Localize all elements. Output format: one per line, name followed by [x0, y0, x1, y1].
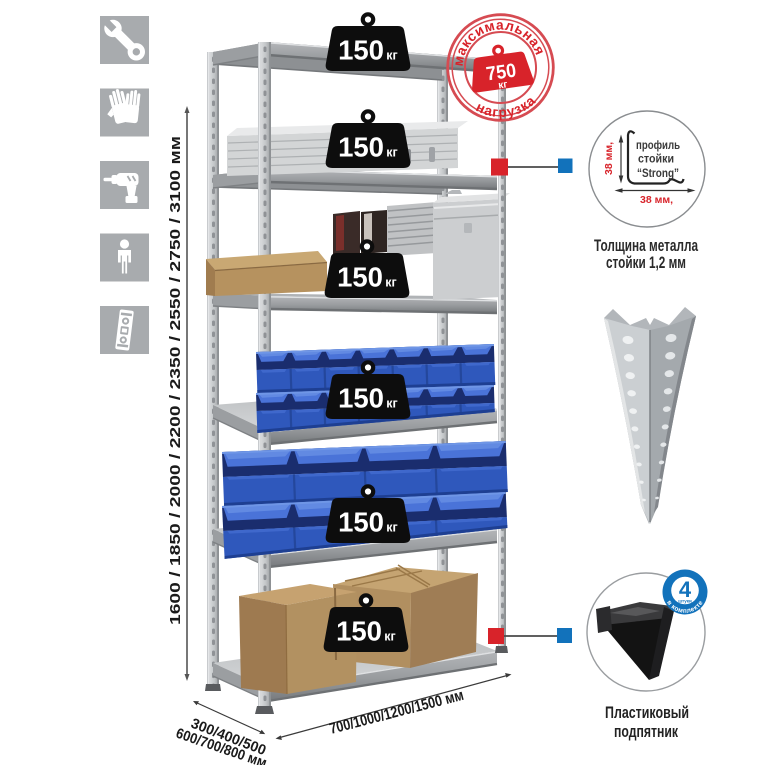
- svg-text:700/1000/1200/1500 мм: 700/1000/1200/1500 мм: [328, 687, 466, 738]
- svg-text:штуки: штуки: [678, 599, 692, 604]
- svg-text:1600 / 1850 / 2000 / 2200 / 23: 1600 / 1850 / 2000 / 2200 / 2350 / 2550 …: [168, 136, 184, 625]
- svg-text:подпятник: подпятник: [614, 722, 678, 741]
- svg-text:нагрузка: нагрузка: [472, 91, 540, 124]
- svg-text:4: 4: [679, 577, 692, 602]
- svg-text:стойки 1,2 мм: стойки 1,2 мм: [606, 254, 686, 272]
- svg-text:кг: кг: [498, 79, 509, 91]
- svg-text:Пластиковый: Пластиковый: [605, 703, 689, 722]
- svg-text:“Strong”: “Strong”: [637, 168, 679, 180]
- svg-text:стойки: стойки: [638, 154, 674, 166]
- svg-text:профиль: профиль: [636, 140, 680, 152]
- svg-text:750: 750: [485, 59, 518, 85]
- svg-text:Толщина металла: Толщина металла: [594, 237, 699, 255]
- svg-text:38 мм,: 38 мм,: [640, 194, 673, 206]
- svg-text:38 мм,: 38 мм,: [603, 142, 615, 175]
